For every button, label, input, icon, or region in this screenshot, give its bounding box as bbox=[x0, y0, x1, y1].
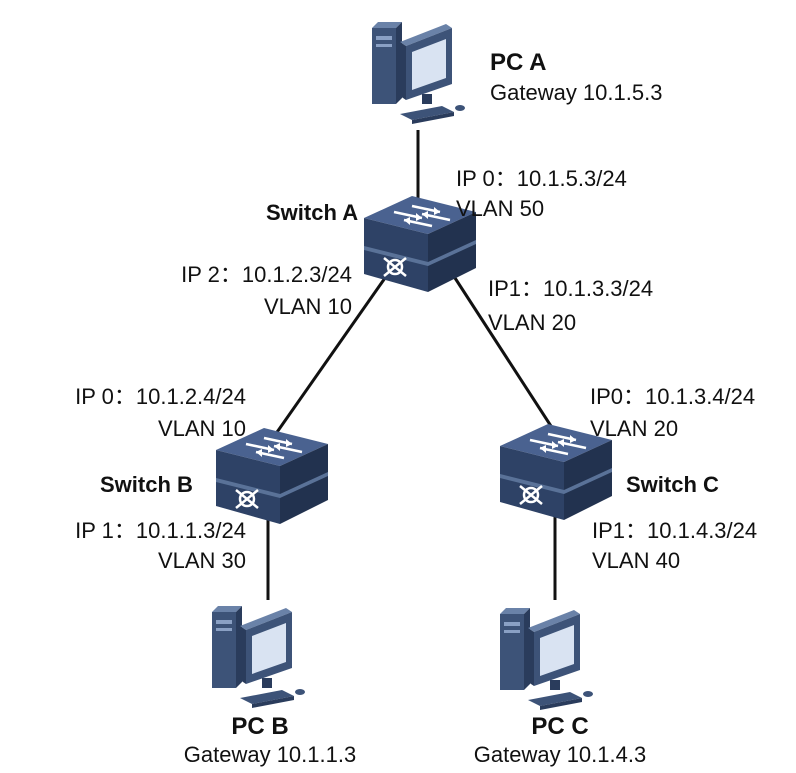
switch-b-ip1: IP 1：10.1.1.3/24 bbox=[75, 518, 246, 543]
switch-c-ip0-vlan: VLAN 20 bbox=[590, 416, 679, 441]
pc-a-computer-icon bbox=[372, 22, 465, 124]
switch-b-ip0: IP 0：10.1.2.4/24 bbox=[75, 384, 246, 409]
link-switcha-switchb bbox=[266, 277, 387, 446]
pc-c-computer-icon bbox=[500, 608, 593, 710]
switch-b-label: Switch B bbox=[100, 472, 193, 497]
switch-a-ip2-vlan: VLAN 10 bbox=[263, 294, 352, 319]
switch-a-ip0: IP 0：10.1.5.3/24 bbox=[456, 166, 627, 191]
switch-a-ip1-vlan: VLAN 20 bbox=[488, 310, 577, 335]
switch-c-ip1-vlan: VLAN 40 bbox=[592, 548, 681, 573]
switch-a-ip0-vlan: VLAN 50 bbox=[456, 196, 545, 221]
switch-c-label: Switch C bbox=[626, 472, 719, 497]
pc-b-label: PC B bbox=[231, 713, 289, 740]
switch-a-ip2: IP 2：10.1.2.3/24 bbox=[181, 262, 352, 287]
pc-c-gateway: Gateway 10.1.4.3 bbox=[473, 742, 647, 767]
pc-c-label: PC C bbox=[531, 713, 589, 740]
pc-b-computer-icon bbox=[212, 606, 305, 708]
switch-a-ip1: IP1：10.1.3.3/24 bbox=[488, 276, 654, 301]
link-switcha-switchc bbox=[453, 277, 562, 441]
switch-b-icon bbox=[214, 426, 330, 526]
switch-b-ip1-vlan: VLAN 30 bbox=[157, 548, 246, 573]
switch-b-ip0-vlan: VLAN 10 bbox=[157, 416, 246, 441]
switch-a-label: Switch A bbox=[266, 200, 359, 225]
pc-a-gateway: Gateway 10.1.5.3 bbox=[490, 80, 663, 105]
links bbox=[266, 130, 562, 600]
switch-c-ip1: IP1：10.1.4.3/24 bbox=[592, 518, 758, 543]
switch-c-ip0: IP0：10.1.3.4/24 bbox=[590, 384, 756, 409]
pc-b-gateway: Gateway 10.1.1.3 bbox=[183, 742, 357, 767]
pc-a-label: PC A bbox=[490, 49, 547, 76]
